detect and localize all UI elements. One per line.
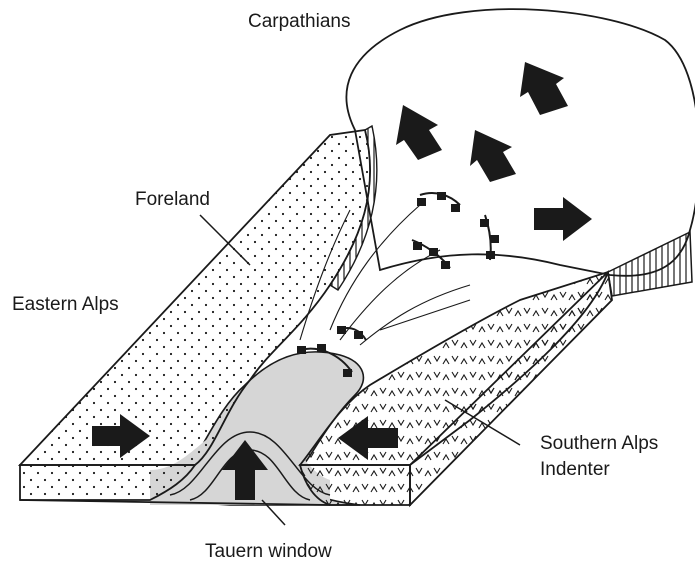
southern-alps-label-line1: Southern Alps (540, 432, 658, 456)
southern-alps-label-line2: Indenter (540, 458, 610, 482)
carpathians-label: Carpathians (248, 10, 350, 34)
tauern-window-label: Tauern window (205, 540, 332, 564)
eastern-alps-label: Eastern Alps (12, 293, 119, 317)
foreland-label: Foreland (135, 188, 210, 212)
